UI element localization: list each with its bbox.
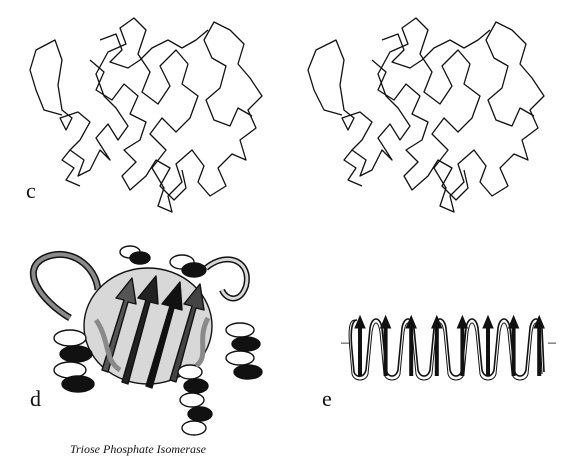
strand-arrows (354, 314, 545, 376)
panel-label-c: c (26, 178, 36, 203)
left-terminus-mark: – (341, 334, 349, 351)
loop-right-outline (205, 257, 249, 300)
strand-arrow-head (354, 314, 366, 329)
figure-caption: Triose Phosphate Isomerase (70, 442, 206, 456)
right-terminus-mark: – (548, 334, 556, 351)
helix-bottom (177, 364, 213, 436)
tim-barrel-ribbon (29, 245, 263, 436)
panel-label-d: d (30, 386, 41, 411)
helix-top (119, 245, 207, 278)
strand-arrow-head (379, 314, 392, 329)
strand-arrow-head (507, 314, 520, 329)
loop-left-outline (31, 252, 100, 320)
strand-arrow-head (533, 314, 545, 329)
strand-arrow-head (482, 314, 494, 329)
strand-arrow-head (456, 314, 469, 329)
helix-right (225, 322, 263, 380)
stereo-trace-right (307, 17, 545, 213)
beta-strand-3 (145, 281, 183, 389)
strand-arrow-head (431, 314, 443, 329)
beta-strand-2 (121, 275, 159, 385)
panel-label-e: e (322, 386, 332, 411)
strand-arrow-head (405, 314, 417, 329)
stereo-trace-left (29, 17, 263, 213)
helix-left (53, 329, 95, 393)
